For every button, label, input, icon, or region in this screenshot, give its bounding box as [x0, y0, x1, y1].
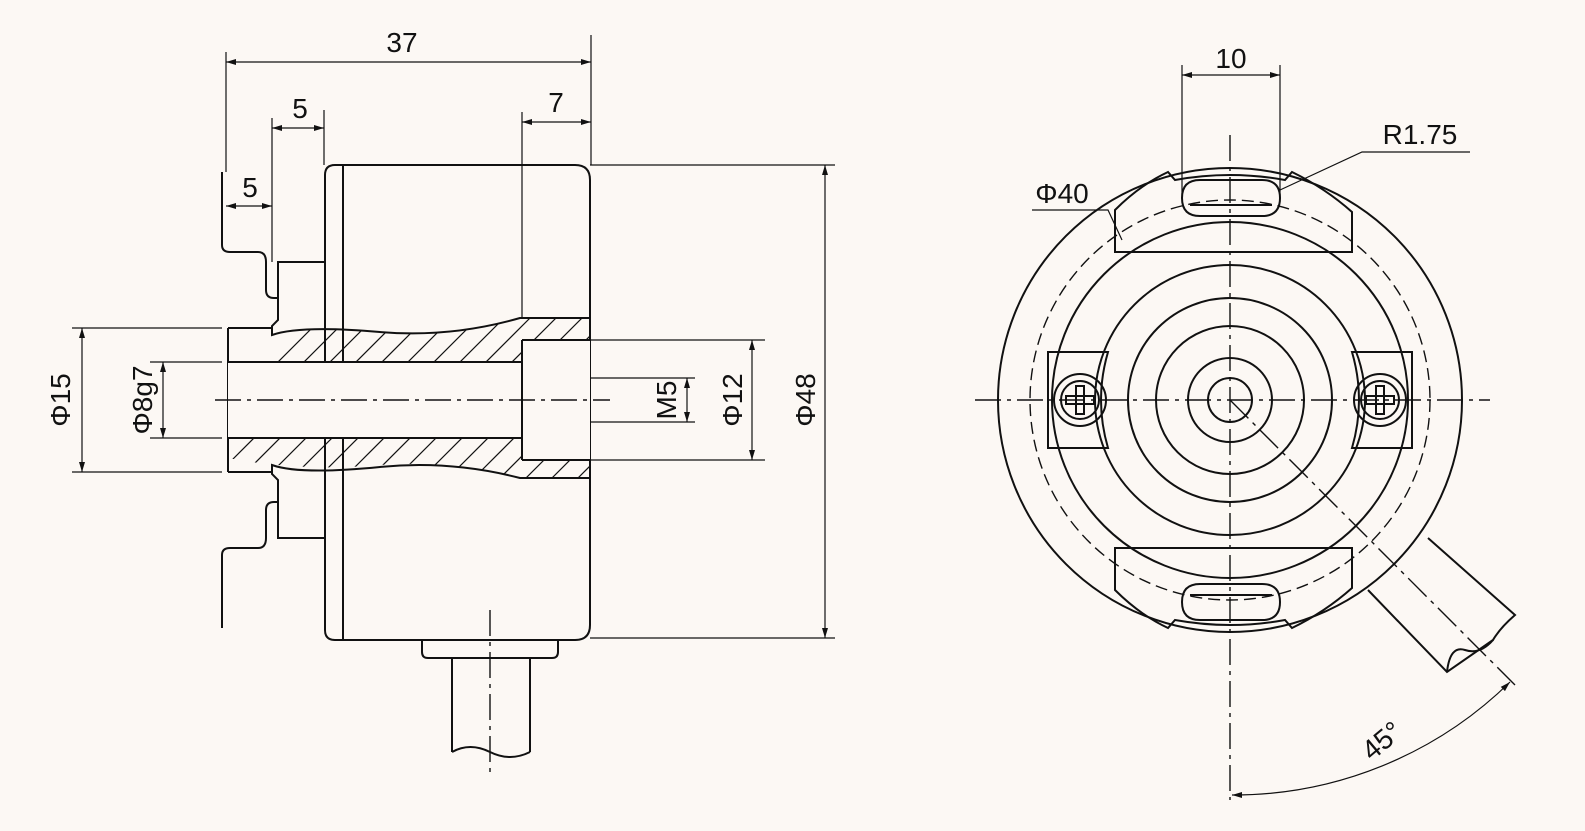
cable-axis-45: [1229, 399, 1516, 686]
dim-r175: R1.75: [1383, 119, 1458, 150]
dim-m5: M5: [651, 381, 682, 420]
leader-r175: [1279, 151, 1470, 191]
dim-15: Φ15: [45, 373, 76, 426]
bottom-bracket: [1114, 547, 1353, 630]
dim-48: Φ48: [790, 373, 821, 426]
dim-12: Φ12: [717, 373, 748, 426]
hatch-line: [618, 310, 798, 490]
dim-5a: 5: [292, 93, 308, 124]
cable-break: [451, 746, 531, 758]
front-cable-break: [1446, 639, 1494, 673]
hatch-line: [670, 310, 850, 490]
top-slot: [1180, 179, 1282, 217]
dim-37: 37: [386, 27, 417, 58]
front-cable: [1367, 537, 1517, 674]
right-ear: [1350, 351, 1413, 449]
dim-pcd40: Φ40: [1035, 178, 1088, 209]
flange-top: [221, 172, 325, 299]
leader-pcd40: [1032, 209, 1123, 241]
left-ear: [1047, 351, 1110, 449]
front-view: 10 R1.75 Φ40 45°: [975, 43, 1517, 800]
side-view: 37 5 5 7 Φ15 Φ8g7 M5 Φ12 Φ48: [45, 27, 850, 772]
angle-arc-45: [1231, 681, 1511, 799]
bottom-slot: [1180, 583, 1282, 621]
sleeve-outer-bottom: [228, 463, 590, 479]
housing-body: [324, 164, 591, 641]
sleeve-outer-top: [228, 317, 590, 337]
dim-5b: 5: [242, 172, 258, 203]
dim-7: 7: [548, 87, 564, 118]
dim-10: 10: [1215, 43, 1246, 74]
flange-bottom: [221, 501, 325, 628]
top-bracket: [1114, 170, 1353, 253]
dim-8g7: Φ8g7: [127, 365, 158, 434]
